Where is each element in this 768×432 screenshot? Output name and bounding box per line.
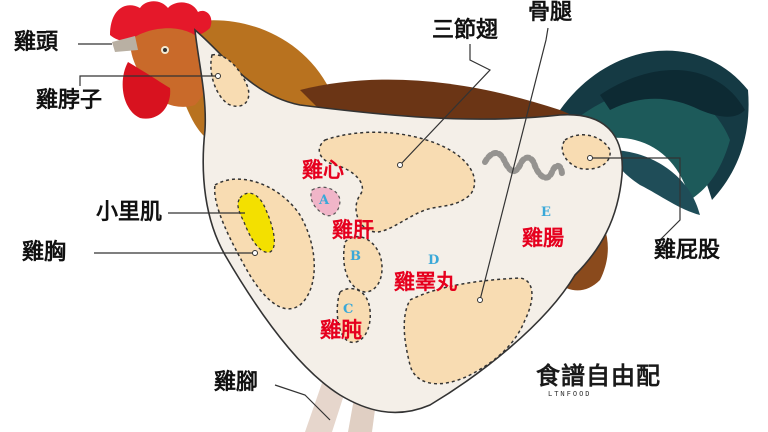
intestine-region	[482, 150, 565, 181]
letter-e: E	[541, 205, 551, 220]
letter-a: A	[319, 193, 330, 208]
neck-region	[210, 54, 250, 108]
label-gizzard: 雞肫	[320, 318, 362, 342]
wing-region	[318, 131, 476, 233]
brand-logo: 食譜自由配 LTNFOOD	[536, 364, 661, 398]
label-head: 雞頭	[14, 30, 59, 55]
tail-region	[561, 134, 611, 170]
label-heart: 雞心	[302, 158, 344, 182]
label-drumstick: 骨腿	[528, 0, 573, 25]
liver-region	[343, 235, 383, 293]
label-wing: 三節翅	[432, 18, 499, 43]
label-neck: 雞脖子	[36, 88, 103, 113]
brand-latin: LTNFOOD	[548, 390, 592, 398]
label-feet: 雞腳	[214, 370, 259, 395]
letter-c: C	[343, 302, 354, 317]
label-breast: 雞胸	[22, 240, 67, 265]
tail-feathers	[560, 50, 749, 215]
label-liver: 雞肝	[332, 218, 374, 242]
gizzard-region	[336, 287, 371, 344]
leader-lines	[78, 27, 681, 421]
label-intestine: 雞腸	[522, 226, 564, 250]
letter-b: B	[350, 249, 361, 264]
heart-region	[310, 186, 341, 217]
label-tenderloin: 小里肌	[96, 200, 163, 225]
label-tail: 雞屁股	[654, 238, 721, 263]
leg-region	[403, 277, 533, 385]
label-testes: 雞睪丸	[394, 270, 457, 294]
letter-d: D	[428, 253, 440, 268]
beak	[112, 36, 138, 52]
brand-name: 食譜自由配	[536, 362, 661, 390]
